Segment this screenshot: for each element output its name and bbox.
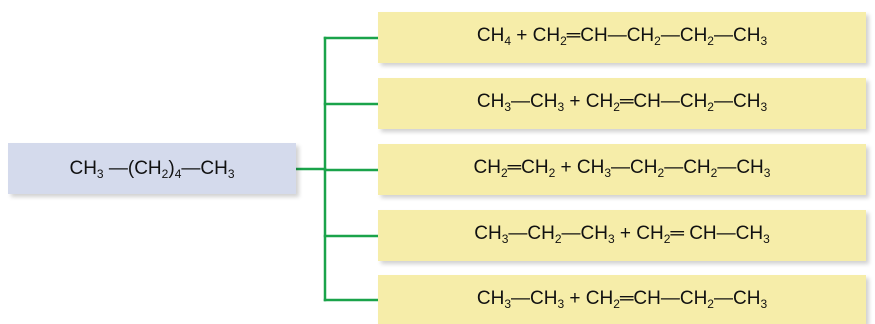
- product-formula-2: CH3—CH3 + CH2═CH—CH2—CH3: [476, 91, 768, 114]
- product-box-4: CH3—CH2—CH3 + CH2═ CH—CH3: [378, 210, 866, 261]
- reactant-formula: CH3 —(CH2)4—CH3: [69, 158, 235, 181]
- product-box-2: CH3—CH3 + CH2═CH—CH2—CH3: [378, 78, 866, 129]
- product-formula-4: CH3—CH2—CH3 + CH2═ CH—CH3: [474, 223, 770, 246]
- product-formula-3: CH2═CH2 + CH3—CH2—CH2—CH3: [473, 157, 771, 180]
- product-formula-5: CH3—CH3 + CH2═CH—CH2—CH3: [476, 288, 768, 311]
- product-box-5: CH3—CH3 + CH2═CH—CH2—CH3: [378, 275, 866, 324]
- product-box-1: CH4 + CH2═CH—CH2—CH2—CH3: [378, 12, 866, 63]
- product-formula-1: CH4 + CH2═CH—CH2—CH2—CH3: [476, 25, 768, 48]
- product-box-3: CH2═CH2 + CH3—CH2—CH2—CH3: [378, 144, 866, 195]
- reactant-box: CH3 —(CH2)4—CH3: [8, 143, 296, 194]
